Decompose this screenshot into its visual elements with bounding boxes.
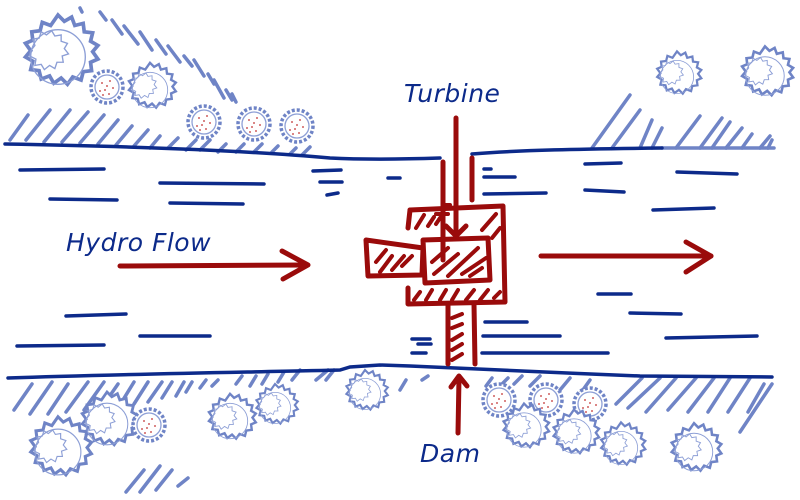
river-bank-top-left bbox=[3, 142, 442, 161]
bush-cluster-bottom-right bbox=[481, 382, 723, 472]
dam-structure bbox=[363, 155, 508, 367]
river-bank-bottom bbox=[6, 363, 774, 380]
turbine-label: Turbine bbox=[404, 79, 500, 108]
turbine-pointer-arrow bbox=[443, 115, 469, 239]
hydro-flow-label: Hydro Flow bbox=[66, 228, 211, 257]
bush-cluster-top-right bbox=[656, 45, 795, 97]
bank-hatching-top-right bbox=[590, 93, 776, 150]
bank-hatching-top-left bbox=[8, 6, 312, 157]
bush-cluster-top-left bbox=[23, 13, 315, 144]
dam-pointer-arrow bbox=[448, 373, 470, 436]
dam-label: Dam bbox=[420, 439, 480, 468]
water-ripples bbox=[15, 161, 759, 355]
flow-arrow-in bbox=[117, 248, 311, 282]
river-bank-top-right bbox=[470, 146, 664, 156]
flow-arrow-out bbox=[538, 239, 714, 275]
